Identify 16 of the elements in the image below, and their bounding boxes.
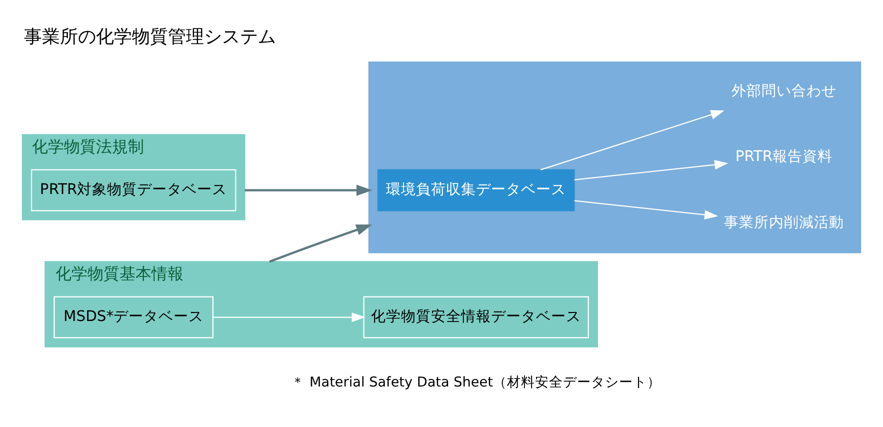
arrow [574,160,728,180]
node-box: MSDS*データベース [54,296,214,338]
arrow [540,110,724,170]
node-box: 化学物質安全情報データベース [363,296,589,338]
node-text: 外部問い合わせ [732,82,836,100]
node-box: PRTR対象物質データベース [30,169,236,212]
arrow [244,184,372,196]
label: ＊ Material Safety Data Sheet（材料安全データシート） [291,374,661,391]
arrow [269,224,372,263]
cluster [368,62,862,254]
arrow [213,312,366,322]
arrow [574,200,718,220]
node-text: 事業所内削減活動 [724,214,844,231]
node-box: 環境負荷収集データベース [377,169,575,212]
node-text: PRTR報告資料 [735,148,833,166]
diagram-title: 事業所の化学物質管理システム [24,26,276,48]
